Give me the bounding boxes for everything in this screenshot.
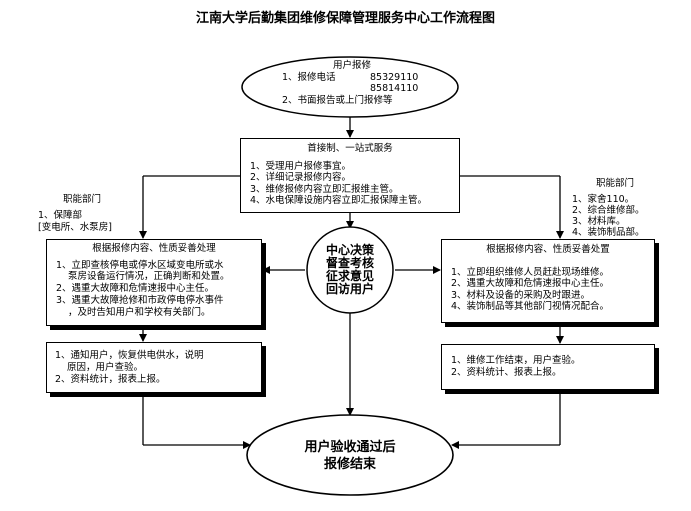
right-process-item: 2、遇重大故障和危情速报中心主任。 (451, 278, 610, 289)
left-process-item: 3、遇重大故障抢修和市政停电停水事件 (56, 294, 224, 306)
top-ellipse-item-2: 2、书面报告或上门报修等 (282, 94, 393, 106)
left-process-heading: 根据报修内容、性质妥善处理 (92, 243, 216, 254)
left-process-item: 2、遇重大故障和危情速报中心主任。 (56, 283, 215, 295)
right-result-item: 1、维修工作结束，用户查验。 (451, 355, 581, 366)
bottom-ellipse-line: 用户验收通过后 (304, 440, 396, 455)
center-circle-line: 征求意见 (325, 269, 374, 283)
right-process-item: 1、立即组织维修人员赶赴现场维修。 (451, 266, 610, 278)
right-result-box: 1、维修工作结束，用户查验。 2、资料统计、报表上报。 (441, 344, 655, 390)
first-box-item: 1、受理用户报修事宜。 (250, 160, 352, 172)
left-process-item: 泵房设备运行情况，正确判断和处置。 (68, 271, 230, 283)
left-dept-item: [变电所、水泵房] (38, 222, 112, 233)
left-result-box: 1、通知用户，恢复供电供水，说明 原因，用户查验。 2、资料统计，报表上报。 (46, 342, 262, 393)
center-circle-line: 督查考核 (325, 256, 374, 270)
right-dept-item: 4、装饰制品部。 (572, 227, 645, 238)
bottom-ellipse: 用户验收通过后 报修结束 (270, 439, 430, 473)
right-dept-item: 2、综合维修部。 (572, 205, 645, 216)
right-dept-heading: 职能部门 (596, 178, 635, 189)
left-result-item: 原因，用户查验。 (67, 362, 144, 373)
top-ellipse-heading: 用户报修 (332, 60, 371, 71)
first-service-box: 首接制、一站式服务 1、受理用户报修事宜。 2、详细记录报修内容。 3、维修报修… (240, 138, 460, 213)
right-dept-item: 3、材料库。 (572, 216, 626, 227)
first-box-item: 3、维修报修内容立即汇报维主管。 (250, 183, 399, 195)
center-circle: 中心决策 督查考核 征求意见 回访用户 (307, 244, 393, 296)
top-ellipse-item-1: 1、报修电话 (282, 71, 336, 83)
phone-2: 85814110 (370, 82, 419, 94)
left-result-item: 1、通知用户，恢复供电供水，说明 (55, 350, 204, 361)
right-process-item: 4、装饰制品等其他部门视情况配合。 (451, 301, 610, 312)
center-circle-shape (306, 226, 394, 314)
first-box-item: 2、详细记录报修内容。 (250, 172, 352, 183)
left-dept-heading: 职能部门 (63, 194, 102, 205)
left-process-box: 根据报修内容、性质妥善处理 1、立即查核停电或停水区域变电所或水 泵房设备运行情… (46, 239, 262, 326)
first-box-item: 4、水电保障设施内容立即汇报保障主管。 (250, 195, 428, 206)
right-process-box: 根据报修内容、性质妥善处置 1、立即组织维修人员赶赴现场维修。 2、遇重大故障和… (441, 239, 655, 323)
right-result-item: 2、资料统计、报表上报。 (451, 367, 562, 378)
left-process-item: ，及时告知用户和学校有关部门。 (68, 306, 211, 318)
center-circle-line: 中心决策 (325, 243, 374, 257)
page-title: 江南大学后勤集团维修保障管理服务中心工作流程图 (195, 11, 495, 26)
bottom-ellipse-line: 报修结束 (323, 457, 376, 472)
left-dept-item: 1、保障部 (38, 210, 83, 221)
center-circle-line: 回访用户 (325, 282, 374, 296)
left-result-item: 2、资料统计，报表上报。 (55, 374, 166, 385)
right-dept-item: 1、家舍110。 (572, 194, 635, 205)
bottom-ellipse-shape (246, 414, 454, 496)
left-process-item: 1、立即查核停电或停水区域变电所或水 (56, 259, 224, 271)
top-ellipse: 用户报修 1、报修电话 85329110 85814110 2、书面报告或上门报… (282, 60, 422, 106)
top-ellipse-shape (241, 56, 459, 118)
first-box-heading: 首接制、一站式服务 (307, 143, 393, 154)
right-process-item: 3、材料及设备的采购及时跟进。 (451, 289, 591, 301)
right-process-heading: 根据报修内容、性质妥善处置 (486, 244, 610, 255)
phone-1: 85329110 (370, 71, 419, 83)
